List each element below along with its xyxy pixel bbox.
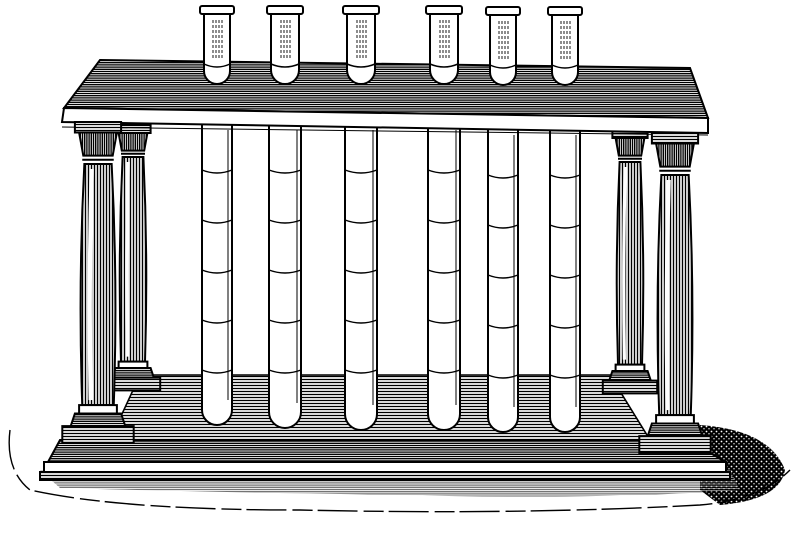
column-back-left <box>104 124 162 392</box>
test-tube-5-lower <box>487 130 519 433</box>
top-shelf <box>60 58 710 136</box>
test-tube-4-top <box>425 5 463 85</box>
test-tube-6-lower <box>549 130 581 433</box>
ground-outline <box>8 429 791 513</box>
column-back-right <box>601 129 659 395</box>
test-tube-6-top <box>547 6 583 86</box>
test-tube-2-top <box>266 5 304 85</box>
test-tube-5-top <box>485 6 521 86</box>
test-tube-2-lower <box>268 125 302 429</box>
test-tube-3-top <box>342 5 380 85</box>
test-tube-4-lower <box>427 125 461 431</box>
test-tube-1-top <box>199 5 235 85</box>
test-tube-3-lower <box>344 125 378 431</box>
column-front-right <box>638 132 712 454</box>
column-front-left <box>61 121 135 444</box>
test-tube-1-lower <box>201 125 233 426</box>
